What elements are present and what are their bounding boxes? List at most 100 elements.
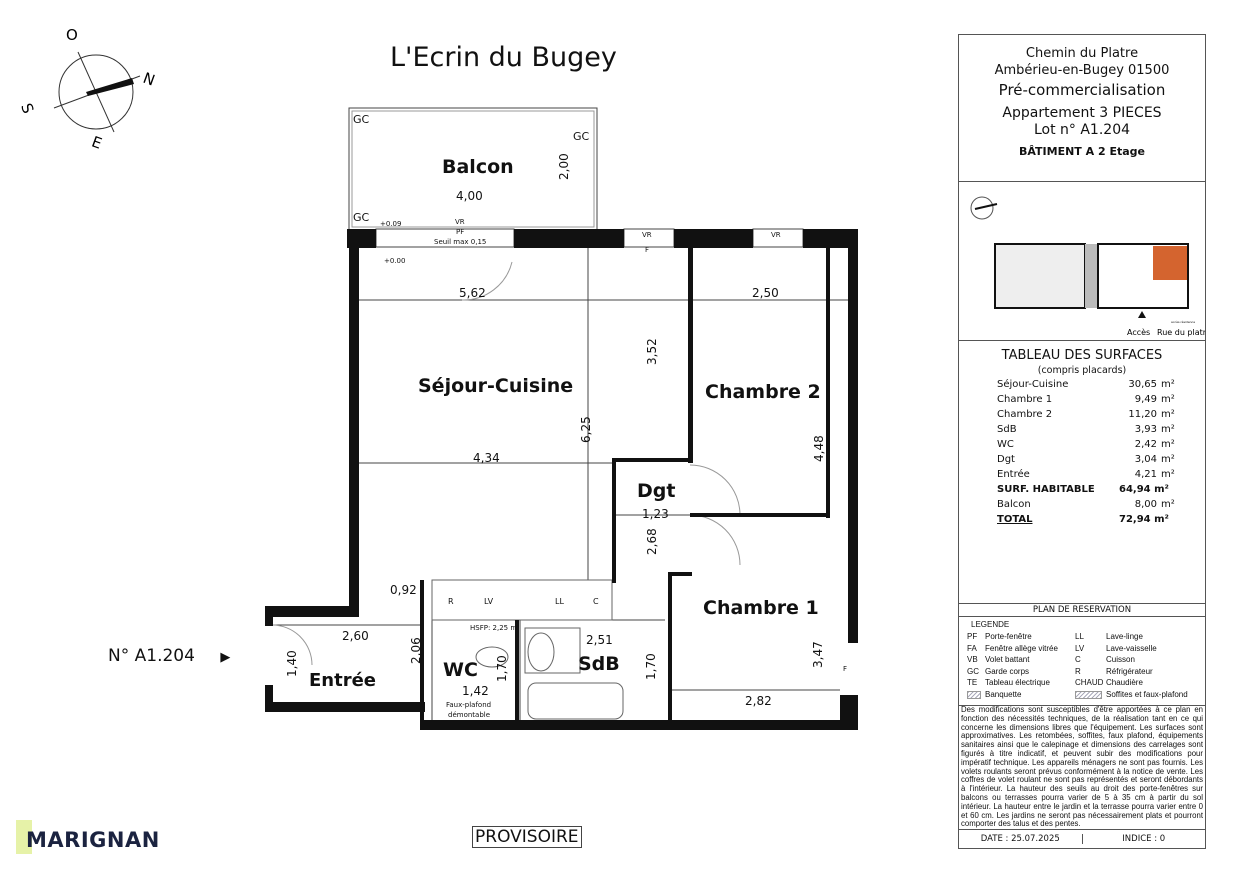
surface-value: 30,65	[1128, 379, 1157, 390]
room-balcon: Balcon	[442, 156, 514, 178]
status: Pré-commercialisation	[998, 81, 1166, 99]
surface-value: 11,20	[1128, 409, 1157, 420]
vr-label: VR	[455, 218, 465, 226]
gc-label: GC	[573, 130, 590, 143]
room-entree: Entrée	[309, 670, 376, 691]
legend-label: Porte-fenêtre	[985, 632, 1032, 641]
site-note: accès résidence	[1171, 320, 1195, 324]
surface-name: Dgt	[997, 454, 1015, 465]
legend-item: PF Porte-fenêtre	[967, 631, 1073, 643]
legend-code: FA	[967, 643, 977, 653]
room-chambre1: Chambre 1	[703, 597, 819, 619]
dim-434: 4,34	[473, 451, 500, 465]
vr-label: VR	[771, 231, 781, 239]
legend-code: CHAUD	[1075, 678, 1104, 687]
legend-label: Volet battant	[985, 655, 1030, 664]
surface-unit: m²	[1161, 409, 1175, 420]
faux-plafond-label: démontable	[448, 711, 490, 719]
surface-value: 9,49	[1134, 394, 1157, 405]
hatch-swatch-icon	[1075, 690, 1102, 699]
project-title: L'Ecrin du Bugey	[390, 42, 617, 73]
legend-item: LL Lave-linge	[1075, 631, 1203, 643]
appliance-r: R	[448, 597, 454, 606]
total-label: TOTAL	[997, 514, 1033, 525]
dim-sdb-h: 1,70	[644, 653, 658, 680]
dim-ent-w: 2,60	[342, 629, 369, 643]
legend-code: LV	[1075, 643, 1085, 653]
surfaces-table: TABLEAU DES SURFACES (compris placards) …	[959, 340, 1205, 603]
site-street: Rue du platre	[1157, 328, 1205, 337]
surface-unit: m²	[1161, 454, 1175, 465]
appliance-c: C	[593, 597, 599, 606]
surface-unit: m²	[1161, 424, 1175, 435]
vr-label: VR	[642, 231, 652, 239]
surface-value: 4,21	[1134, 469, 1157, 480]
surface-name: Chambre 2	[997, 409, 1053, 420]
legend-label: Banquette	[985, 689, 1022, 699]
legend-label: Lave-linge	[1106, 632, 1143, 641]
surface-unit: m²	[1161, 394, 1175, 405]
legend-code: R	[1075, 666, 1081, 676]
legend-code: LL	[1075, 632, 1084, 641]
seuil-label: Seuil max 0,15	[434, 238, 486, 246]
site-plan: Accès Rue du platre accès résidence	[959, 181, 1211, 340]
date: DATE : 25.07.2025	[959, 834, 1083, 845]
info-panel: Chemin du Platre Ambérieu-en-Bugey 01500…	[958, 34, 1211, 850]
building: BÂTIMENT A 2 Etage	[1019, 145, 1145, 158]
level-label: +0.00	[384, 257, 405, 265]
legend-code: PF	[967, 632, 978, 641]
arrow-right-icon: ▶	[220, 650, 231, 665]
disclaimer: Des modifications sont susceptibles d'êt…	[959, 705, 1205, 829]
surface-name: WC	[997, 439, 1014, 450]
surface-name: Séjour-Cuisine	[997, 379, 1069, 390]
hatch-swatch-icon	[967, 690, 981, 699]
provisoire-stamp: PROVISOIRE	[472, 826, 582, 848]
address-line1: Chemin du Platre	[1025, 46, 1139, 61]
gc-label: GC	[353, 113, 370, 126]
legend-code: TE	[967, 678, 978, 687]
legend-label: Soffites et faux-plafond	[1106, 689, 1188, 699]
marignan-logo: MARIGNAN	[16, 820, 159, 854]
appliance-ll: LL	[555, 597, 564, 606]
compass-icon: O N S E	[18, 26, 157, 152]
surface-row: Chambre 2 11,20 m²	[997, 407, 1175, 422]
legend-item: TE Tableau électrique	[967, 677, 1073, 689]
dim-625: 6,25	[579, 416, 593, 443]
surface-row: Séjour-Cuisine 30,65 m²	[997, 377, 1175, 392]
dim-wc-w: 1,42	[462, 684, 489, 698]
legend-code: C	[1075, 655, 1081, 664]
dim-ch2-w: 2,50	[752, 286, 779, 300]
lot-marker: N° A1.204 ▶	[108, 646, 230, 666]
lot-number: Lot n° A1.204	[1033, 122, 1131, 138]
pf-label: PF	[456, 228, 464, 236]
surface-unit: m²	[1161, 379, 1175, 390]
surface-row: Entrée 4,21 m²	[997, 467, 1175, 482]
f-label: F	[645, 246, 649, 254]
faux-plafond-label: Faux-plafond	[446, 701, 491, 709]
dim-ch1-w: 2,82	[745, 694, 772, 708]
dim-balcon-w: 4,00	[456, 189, 483, 203]
surface-unit: m²	[1161, 469, 1175, 480]
logo-text: MARIGNAN	[26, 828, 160, 852]
dim-092: 0,92	[390, 583, 417, 597]
legend-item: Banquette	[967, 689, 1073, 701]
surfaces-subtitle: (compris placards)	[1037, 365, 1127, 376]
legend-label: Chaudière	[1106, 678, 1143, 687]
legend-label: Tableau électrique	[985, 678, 1050, 687]
dim-sdb-w: 2,51	[586, 633, 613, 647]
indice: INDICE : 0	[1122, 834, 1166, 845]
surface-value: 2,42	[1134, 439, 1157, 450]
surface-name: Entrée	[997, 469, 1030, 480]
room-sdb: SdB	[578, 653, 620, 675]
